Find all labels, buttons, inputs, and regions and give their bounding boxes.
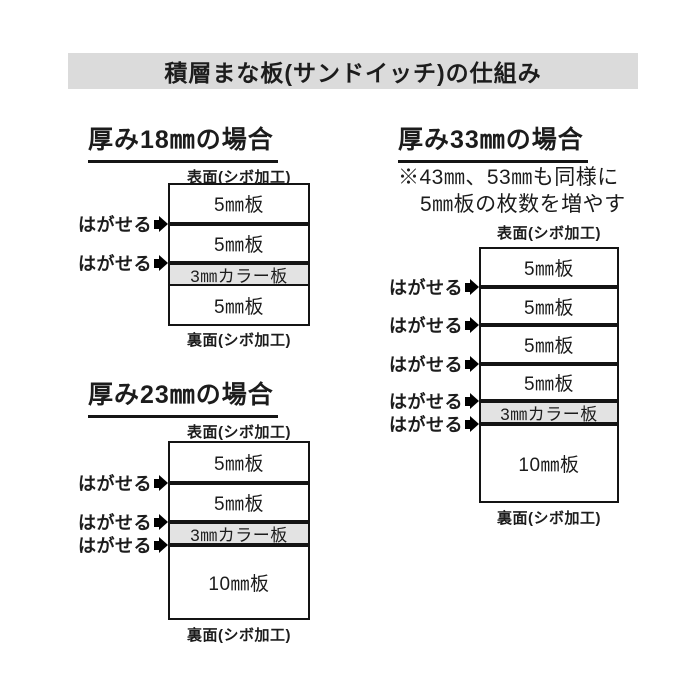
note-increase-5mm-boards: ※43㎜、53㎜も同様に 5㎜板の枚数を増やす <box>398 164 630 218</box>
peel-label: はがせる <box>78 511 168 533</box>
peel-label-text: はがせる <box>389 355 463 375</box>
diagram-33mm: 厚み33㎜の場合 ※43㎜、53㎜も同様に 5㎜板の枚数を増やす 表面(シボ加工… <box>389 120 630 535</box>
layer-5mm-board: 5㎜板 <box>170 185 308 222</box>
peel-label-text: はがせる <box>78 215 152 235</box>
peel-separator-line <box>170 481 308 485</box>
peel-separator-line <box>170 261 308 265</box>
diagram-23mm-heading: 厚み23㎜の場合 <box>88 375 278 418</box>
peel-label: はがせる <box>78 472 168 494</box>
layer-10mm-board: 10㎜板 <box>170 547 308 618</box>
peel-arrow-icon <box>465 393 479 409</box>
front-surface-label: 表面(シボ加工) <box>497 225 601 242</box>
diagram-18mm: 厚み18㎜の場合 表面(シボ加工) 5㎜板 5㎜板 3㎜カラー板 5㎜板 はがせ… <box>78 120 312 355</box>
layer-5mm-board: 5㎜板 <box>481 249 617 285</box>
peel-separator-line <box>481 422 617 426</box>
peel-separator-line <box>170 520 308 524</box>
front-surface-label: 表面(シボ加工) <box>187 169 291 186</box>
peel-separator-line <box>170 222 308 226</box>
peel-label-text: はがせる <box>389 392 463 412</box>
peel-separator-line <box>170 543 308 547</box>
diagram-33mm-heading: 厚み33㎜の場合 <box>398 120 588 163</box>
peel-separator-line <box>481 285 617 289</box>
peel-label: はがせる <box>389 390 479 412</box>
layer-stack-33mm: 5㎜板 5㎜板 5㎜板 5㎜板 3㎜カラー板 10㎜板 <box>479 247 619 503</box>
layer-5mm-board: 5㎜板 <box>170 226 308 261</box>
peel-arrow-icon <box>465 416 479 432</box>
back-surface-label: 裏面(シボ加工) <box>187 627 291 644</box>
peel-label-text: はがせる <box>389 278 463 298</box>
note-line-2: 5㎜板の枚数を増やす <box>420 193 626 216</box>
layer-3mm-color-board: 3㎜カラー板 <box>481 403 617 424</box>
peel-separator-line <box>481 399 617 403</box>
peel-arrow-icon <box>154 255 168 271</box>
peel-arrow-icon <box>154 514 168 530</box>
peel-label-text: はがせる <box>389 316 463 336</box>
peel-label: はがせる <box>389 413 479 435</box>
diagram-18mm-heading: 厚み18㎜の場合 <box>88 120 278 163</box>
note-line-1: ※43㎜、53㎜も同様に <box>398 166 619 189</box>
peel-separator-line <box>481 323 617 327</box>
peel-label: はがせる <box>78 252 168 274</box>
peel-label-text: はがせる <box>78 474 152 494</box>
layer-5mm-board: 5㎜板 <box>481 327 617 362</box>
layer-5mm-board: 5㎜板 <box>170 286 308 324</box>
layer-3mm-color-board: 3㎜カラー板 <box>170 265 308 286</box>
front-surface-label: 表面(シボ加工) <box>187 424 291 441</box>
peel-separator-line <box>481 362 617 366</box>
peel-arrow-icon <box>465 279 479 295</box>
peel-label: はがせる <box>389 314 479 336</box>
peel-label-text: はがせる <box>78 536 152 556</box>
peel-label: はがせる <box>78 213 168 235</box>
peel-label: はがせる <box>389 276 479 298</box>
diagram-23mm: 厚み23㎜の場合 表面(シボ加工) 5㎜板 5㎜板 3㎜カラー板 10㎜板 はが… <box>78 375 312 655</box>
peel-arrow-icon <box>465 317 479 333</box>
layer-stack-18mm: 5㎜板 5㎜板 3㎜カラー板 5㎜板 <box>168 183 310 326</box>
peel-arrow-icon <box>465 356 479 372</box>
layer-5mm-board: 5㎜板 <box>170 443 308 481</box>
peel-label-text: はがせる <box>389 415 463 435</box>
back-surface-label: 裏面(シボ加工) <box>187 332 291 349</box>
layer-5mm-board: 5㎜板 <box>170 485 308 520</box>
layer-3mm-color-board: 3㎜カラー板 <box>170 524 308 545</box>
peel-label-text: はがせる <box>78 513 152 533</box>
peel-label: はがせる <box>78 534 168 556</box>
separator-line <box>170 284 308 286</box>
layer-5mm-board: 5㎜板 <box>481 289 617 323</box>
peel-label-text: はがせる <box>78 254 152 274</box>
peel-label: はがせる <box>389 353 479 375</box>
layer-5mm-board: 5㎜板 <box>481 366 617 399</box>
page-title: 積層まな板(サンドイッチ)の仕組み <box>68 53 638 89</box>
layer-stack-23mm: 5㎜板 5㎜板 3㎜カラー板 10㎜板 <box>168 441 310 620</box>
peel-arrow-icon <box>154 216 168 232</box>
peel-arrow-icon <box>154 475 168 491</box>
back-surface-label: 裏面(シボ加工) <box>497 510 601 527</box>
peel-arrow-icon <box>154 537 168 553</box>
layer-10mm-board: 10㎜板 <box>481 426 617 501</box>
